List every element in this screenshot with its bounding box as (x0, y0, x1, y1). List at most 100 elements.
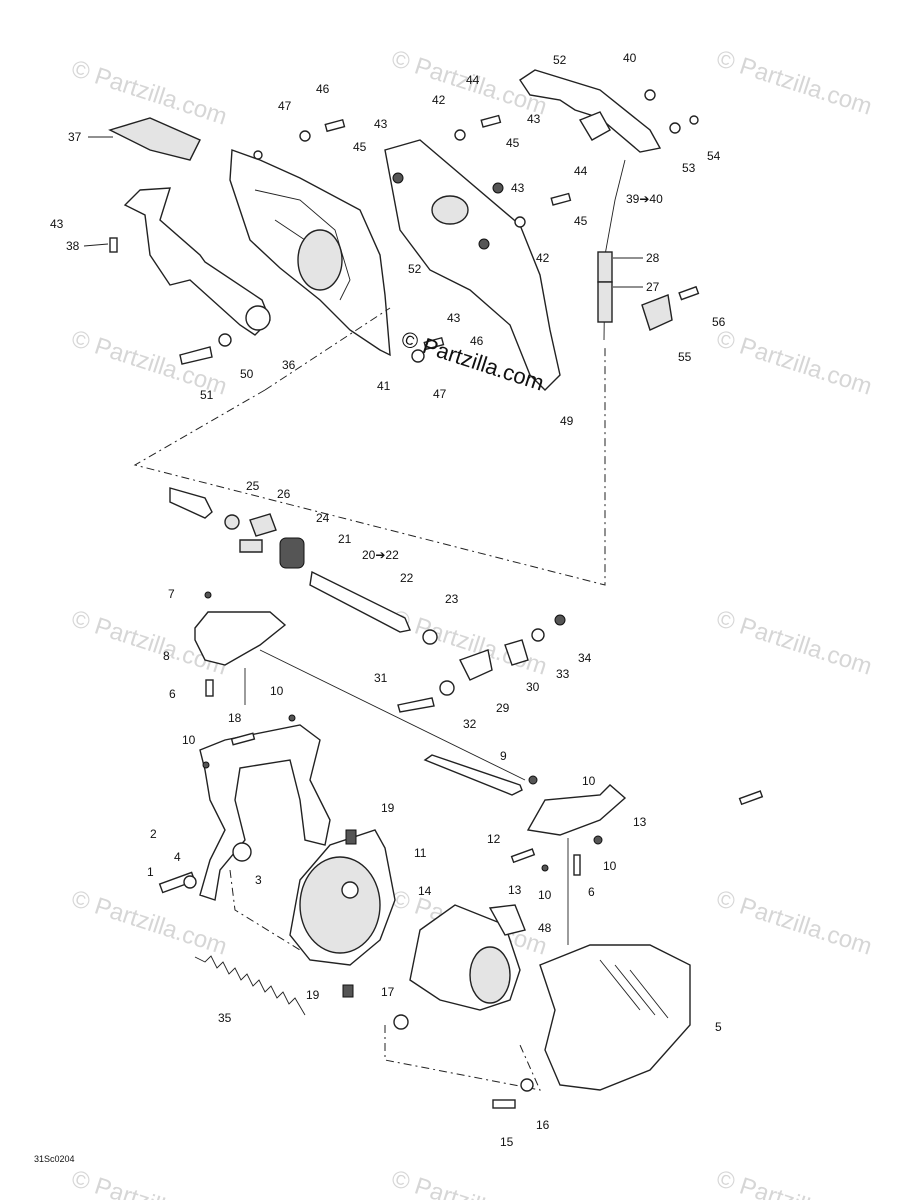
callout-12: 12 (487, 832, 501, 846)
callout-2: 2 (150, 827, 157, 841)
part-5-deflector (539, 944, 691, 1091)
part-35-spring (194, 955, 306, 1016)
part-19-screw (342, 984, 354, 998)
part-19-screw (345, 829, 357, 845)
callout-45: 45 (574, 214, 588, 228)
deflector-ribs (599, 959, 669, 1019)
callout-21: 21 (338, 532, 352, 546)
watermark: © Partzilla.com (713, 885, 875, 961)
callout-43: 43 (527, 112, 541, 126)
callout-16: 16 (536, 1118, 550, 1132)
assembly-outline (384, 1025, 541, 1091)
callout-10: 10 (538, 888, 552, 902)
part-17-fitting (393, 1014, 409, 1030)
callout-10: 10 (182, 733, 196, 747)
nozzle-outlet (469, 946, 511, 1004)
part-28-cable-end (597, 251, 613, 283)
callout-10: 10 (270, 684, 284, 698)
shaft-assembly (169, 487, 566, 713)
bracket-41-opening (297, 229, 343, 291)
part-13-pin (510, 848, 536, 864)
callout-46: 46 (316, 82, 330, 96)
callout-3: 3 (255, 873, 262, 887)
callout-39-40: 39➔40 (626, 192, 663, 206)
callout-25: 25 (246, 479, 260, 493)
watermark: © Partzilla.com (388, 1165, 550, 1200)
pivot-36 (245, 305, 271, 331)
callout-17: 17 (381, 985, 395, 999)
plate-49-hole (431, 195, 469, 225)
watermark: © Partzilla.com (713, 1165, 875, 1200)
callout-56: 56 (712, 315, 726, 329)
callout-19: 19 (306, 988, 320, 1002)
callout-48: 48 (538, 921, 552, 935)
plate-49-bushing (392, 172, 404, 184)
plate-49-bushing (478, 238, 490, 250)
callout-1: 1 (147, 865, 154, 879)
part-36-lever (123, 187, 271, 336)
part-14-rim (299, 856, 381, 954)
callout-27: 27 (646, 280, 660, 294)
part-12-bracket (526, 784, 627, 836)
callout-23: 23 (445, 592, 459, 606)
callout-18: 18 (228, 711, 242, 725)
assembly-outline (229, 869, 351, 951)
part-10-nut (593, 835, 603, 845)
callout-10: 10 (582, 774, 596, 788)
plate-49-bushing (492, 182, 504, 194)
callout-40: 40 (623, 51, 637, 65)
assembly-outline (264, 307, 391, 391)
callout-46: 46 (470, 334, 484, 348)
part-2-bracket (199, 724, 331, 901)
callout-49: 49 (560, 414, 574, 428)
watermark: © Partzilla.com (713, 605, 875, 681)
part-10-nut (202, 761, 210, 769)
hardware-7 (204, 591, 212, 599)
callout-4: 4 (174, 850, 181, 864)
callout-45: 45 (506, 136, 520, 150)
callout-labels: 37 43 38 47 46 43 45 42 44 43 45 52 40 5… (50, 51, 726, 1149)
part-10-nut (288, 714, 296, 722)
part-10-nut (528, 775, 538, 785)
callout-41: 41 (377, 379, 391, 393)
callout-11: 11 (414, 846, 427, 860)
watermark: © Partzilla.com (713, 45, 875, 121)
callout-43: 43 (374, 117, 388, 131)
arrow-line (259, 649, 526, 781)
callout-43: 43 (50, 217, 64, 231)
callout-14: 14 (418, 884, 432, 898)
callout-45: 45 (353, 140, 367, 154)
callout-47: 47 (433, 387, 447, 401)
callout-43: 43 (511, 181, 525, 195)
callout-50: 50 (240, 367, 254, 381)
callout-47: 47 (278, 99, 292, 113)
callout-6: 6 (169, 687, 176, 701)
callout-22: 22 (400, 571, 414, 585)
part-9-rod (423, 754, 523, 796)
callout-6: 6 (588, 885, 595, 899)
callout-20-22: 20➔22 (362, 548, 399, 562)
callout-43: 43 (447, 311, 461, 325)
callout-35: 35 (218, 1011, 232, 1025)
part-52-pivot (578, 111, 611, 141)
watermark: © Partzilla.com (68, 1165, 230, 1200)
part-15-bolt (492, 1099, 516, 1109)
callout-52: 52 (553, 53, 567, 67)
callout-44: 44 (574, 164, 588, 178)
part-18-bolt (230, 732, 256, 746)
callout-51: 51 (200, 388, 214, 402)
part-3-bushing (232, 842, 252, 862)
top-hardware (109, 89, 700, 365)
part-48-tab (488, 904, 526, 936)
callout-9: 9 (500, 749, 507, 763)
part-4-washer (183, 875, 197, 889)
callout-33: 33 (556, 667, 570, 681)
callout-29: 29 (496, 701, 510, 715)
callout-7: 7 (168, 587, 175, 601)
hardware-6 (205, 679, 214, 697)
callout-53: 53 (682, 161, 696, 175)
part-39-lever (519, 69, 662, 153)
callout-37: 37 (68, 130, 82, 144)
callout-44: 44 (466, 73, 480, 87)
callout-55: 55 (678, 350, 692, 364)
